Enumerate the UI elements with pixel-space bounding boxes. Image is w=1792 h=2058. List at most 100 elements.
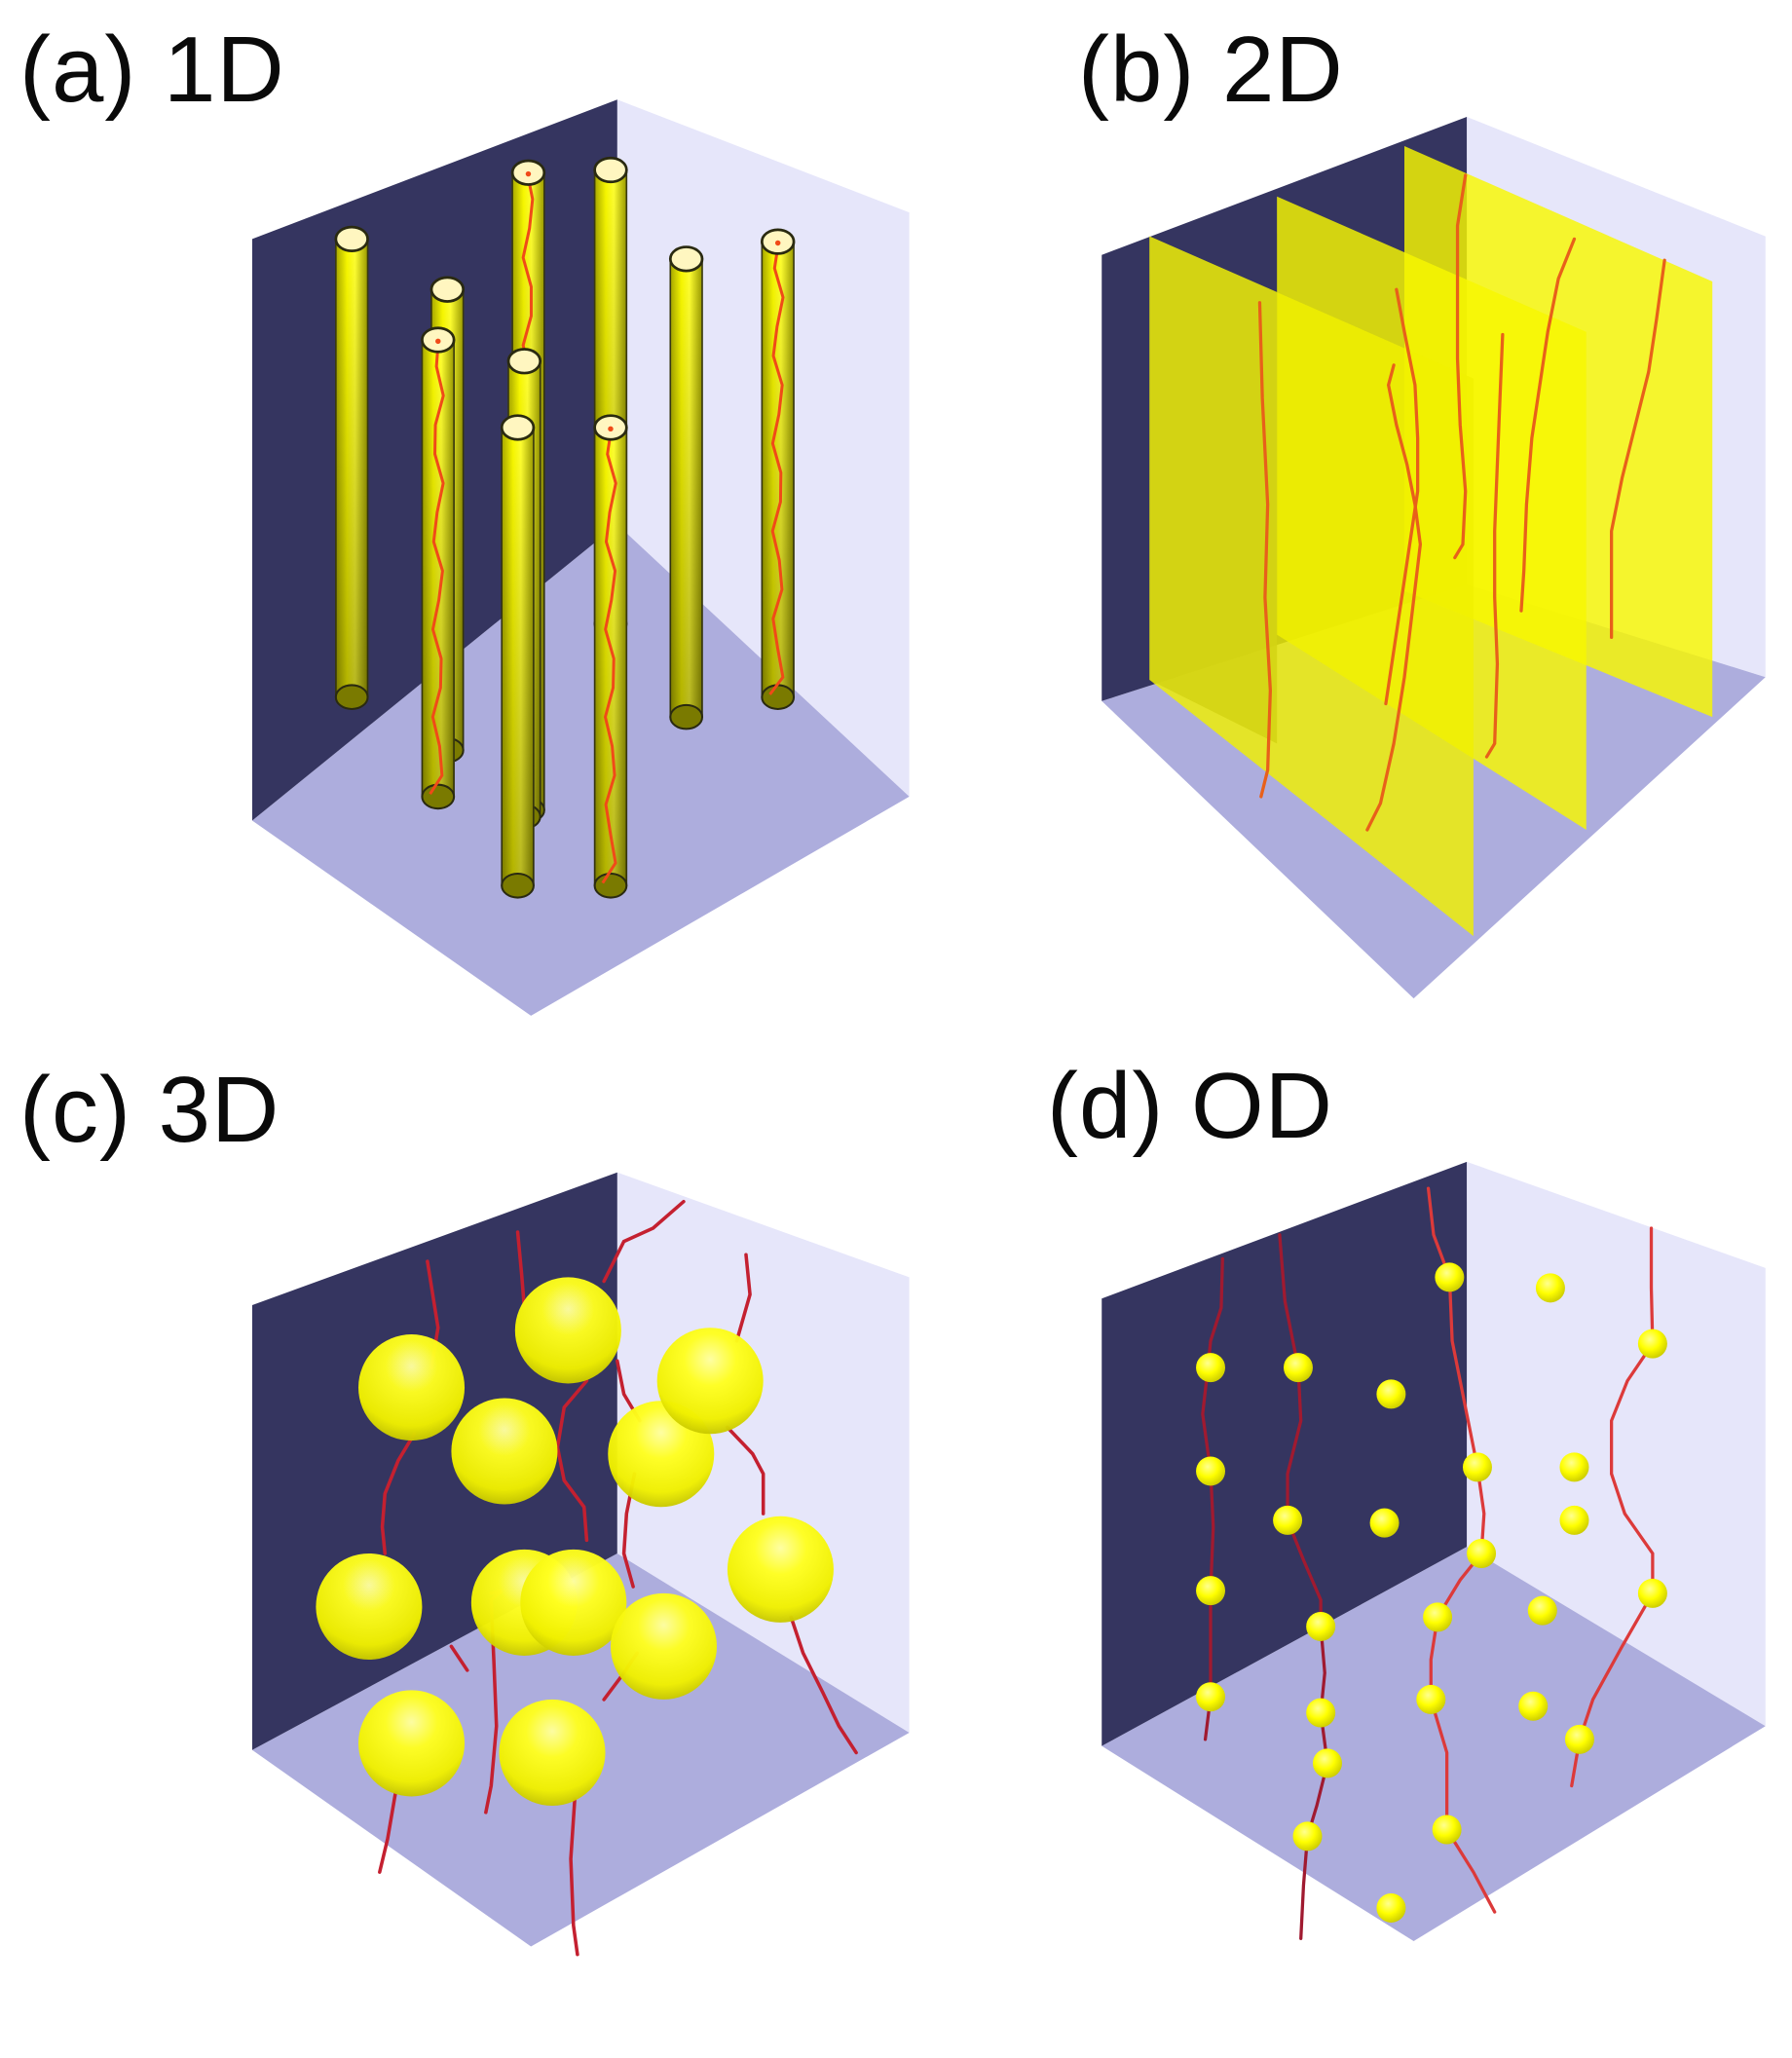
side-wall	[616, 1172, 910, 1734]
particle-sphere	[358, 1690, 466, 1797]
particle-sphere	[316, 1553, 423, 1661]
conduction-path	[601, 432, 617, 884]
nanoparticle-dot	[1637, 1328, 1667, 1359]
cylinder-shade	[502, 427, 534, 886]
nanoparticle-dot	[1376, 1892, 1406, 1923]
nanoparticle-dot	[1435, 1262, 1465, 1292]
nanoparticle-dot	[1306, 1698, 1336, 1728]
conduction-path	[1257, 301, 1272, 799]
cylinder-shade	[422, 339, 455, 797]
nanoparticle-dot	[1376, 1379, 1406, 1409]
cylinder-cap	[506, 348, 542, 375]
panel-label-a: (a) 1D	[19, 18, 285, 122]
conduction-path	[555, 1378, 589, 1543]
conduction-path	[1519, 237, 1577, 613]
nanoparticle-dot	[1527, 1595, 1557, 1626]
nanowire-cylinder	[500, 414, 536, 899]
conduction-path	[1610, 258, 1666, 639]
nanoparticle-dot	[1637, 1578, 1667, 1608]
conduction-path	[515, 1230, 527, 1310]
cylinder-bottom	[501, 872, 535, 899]
cylinder-cap	[429, 276, 466, 303]
conduction-path	[1365, 363, 1423, 832]
conduction-path	[1426, 1186, 1497, 1914]
particle-sphere	[520, 1549, 627, 1656]
conduction-path	[734, 1253, 752, 1343]
nanoparticle-dot	[1196, 1456, 1226, 1486]
particle-sphere	[514, 1277, 621, 1384]
side-wall	[1467, 1161, 1766, 1727]
back-wall	[1101, 1161, 1468, 1746]
conduction-path	[429, 345, 445, 796]
path-start	[435, 338, 441, 345]
panel-1d-nanowires	[251, 99, 910, 1016]
nanoparticle-dot	[1559, 1505, 1589, 1535]
path-start	[525, 170, 532, 177]
nanoparticle-dot	[1283, 1353, 1313, 1383]
cylinder-bottom	[421, 783, 456, 810]
nanoparticle-dot	[1196, 1353, 1226, 1383]
conduction-path	[449, 1644, 469, 1672]
cylinder-shade	[594, 427, 627, 886]
floor	[1101, 1547, 1766, 1942]
nanoparticle-dot	[1432, 1815, 1462, 1845]
cylinder-cap	[593, 156, 628, 184]
nanoparticle-dot	[1196, 1576, 1226, 1606]
nanoparticle-dot	[1312, 1748, 1342, 1778]
nanoparticle-dot	[1535, 1273, 1565, 1303]
particle-sphere	[727, 1515, 834, 1623]
cylinder-cap	[334, 225, 369, 253]
nanowire-cylinder	[334, 225, 369, 710]
conduction-path	[569, 1797, 579, 1957]
floor	[251, 524, 910, 1016]
cylinder-shade	[670, 258, 703, 718]
path-start	[608, 426, 614, 432]
panel-2d-nanosheets	[1101, 116, 1766, 999]
nanoparticle-dot	[1564, 1724, 1594, 1754]
particle-sphere	[451, 1398, 558, 1505]
nanoparticle-dot	[1423, 1602, 1453, 1632]
cylinder-shade	[762, 242, 795, 697]
nanowire-cylinder	[421, 326, 456, 810]
conduction-path	[1484, 332, 1505, 759]
nanoparticle-dot	[1462, 1452, 1492, 1482]
cylinder-cap	[668, 245, 704, 273]
nanowire-cylinder	[760, 228, 796, 710]
cylinder-bottom	[334, 684, 369, 710]
cylinder-bottom	[761, 684, 796, 710]
nanoparticle-dot	[1292, 1821, 1323, 1852]
conduction-path	[378, 1790, 397, 1874]
panel-label-c: (c) 3D	[19, 1058, 280, 1162]
nanoparticle-dot	[1518, 1691, 1549, 1721]
conduction-path	[1384, 287, 1420, 706]
panel-label-b: (b) 2D	[1078, 18, 1344, 122]
nanoparticle-dot	[1196, 1682, 1226, 1712]
nanowire-cylinder	[593, 414, 628, 899]
cylinder-bottom	[593, 872, 628, 899]
panel-label-d: (d) OD	[1047, 1054, 1333, 1158]
conduction-path	[602, 1199, 686, 1284]
conduction-path	[768, 246, 785, 695]
panel-0d-nanoparticles	[1101, 1161, 1766, 1942]
nanoparticle-dot	[1306, 1611, 1336, 1641]
nanowire-cylinder	[668, 245, 704, 730]
conduction-path	[789, 1615, 858, 1755]
nanoparticle-dot	[1559, 1452, 1589, 1482]
nanoparticle-dot	[1369, 1508, 1400, 1538]
conduction-path	[726, 1425, 765, 1515]
cylinder-cap	[500, 414, 536, 441]
particle-sphere	[499, 1699, 606, 1806]
cylinder-shade	[335, 239, 368, 697]
path-start	[774, 240, 781, 246]
particle-sphere	[656, 1328, 764, 1435]
panel-3d-particles	[251, 1172, 910, 1957]
nanosheet-shadow	[1149, 236, 1278, 744]
conduction-path	[380, 1432, 417, 1555]
nanoparticle-dot	[1467, 1538, 1497, 1568]
nanoparticle-dot	[1273, 1505, 1303, 1535]
nanoparticle-dot	[1416, 1684, 1446, 1714]
particle-sphere	[358, 1334, 466, 1441]
particle-sphere	[610, 1592, 717, 1700]
conduction-path	[1453, 173, 1468, 560]
